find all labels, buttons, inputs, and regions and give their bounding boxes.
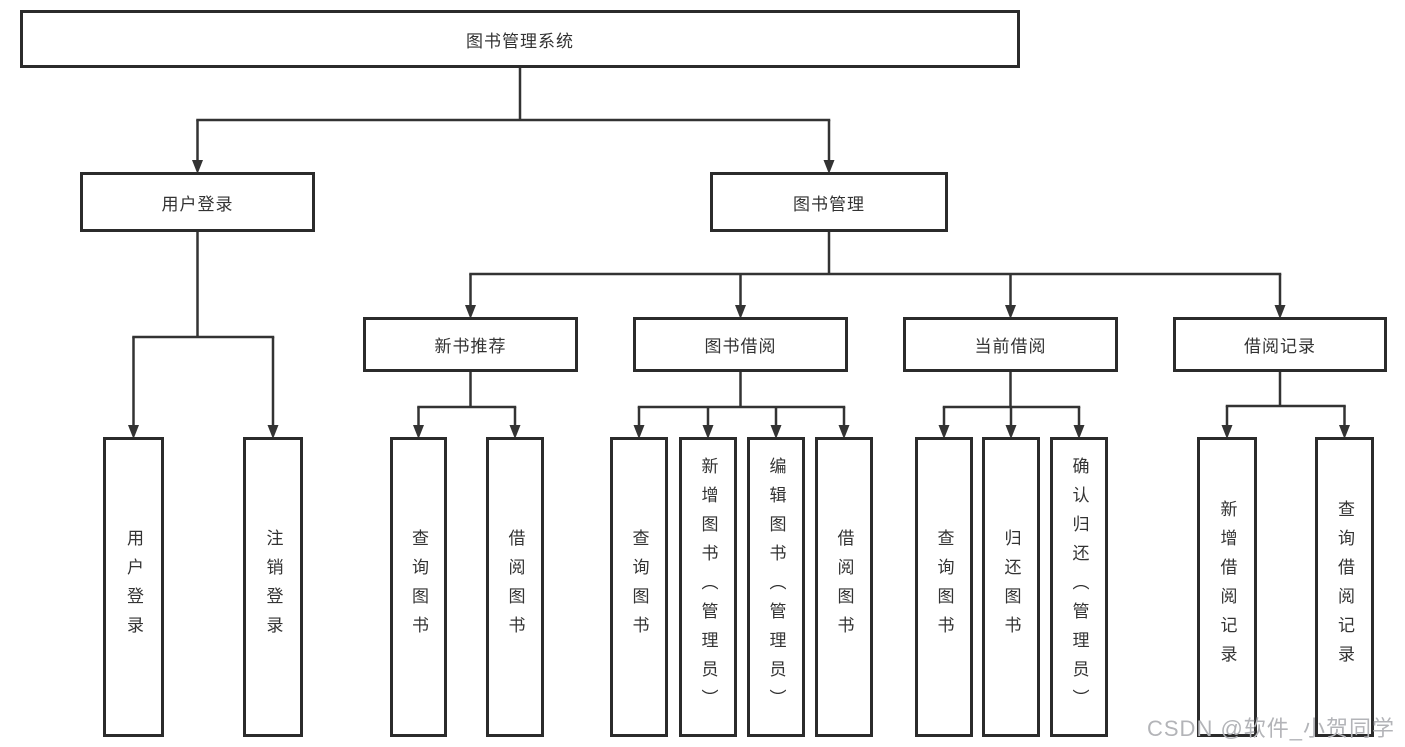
arrowhead-icon: [823, 160, 835, 174]
arrowhead-icon: [735, 305, 746, 319]
arrowhead-icon: [770, 425, 782, 439]
arrowhead-icon: [413, 425, 424, 439]
arrowhead-icon: [192, 160, 203, 174]
arrowhead-icon: [267, 425, 279, 439]
arrowhead-icon: [509, 425, 521, 439]
arrowhead-icon: [1073, 425, 1085, 439]
csdn-watermark: CSDN @软件_小贺同学: [1147, 716, 1396, 741]
arrowhead-icon: [1221, 425, 1233, 439]
arrowhead-icon: [938, 425, 950, 439]
arrowhead-icon: [1339, 425, 1350, 439]
arrowhead-icon: [1005, 425, 1017, 439]
arrowhead-icon: [633, 425, 645, 439]
arrowhead-icon: [128, 425, 139, 439]
arrowhead-icon: [465, 305, 476, 319]
arrowhead-icon: [838, 425, 850, 439]
arrowhead-icon: [1005, 305, 1016, 319]
arrowhead-icon: [1274, 305, 1286, 319]
arrowhead-icon: [702, 425, 714, 439]
